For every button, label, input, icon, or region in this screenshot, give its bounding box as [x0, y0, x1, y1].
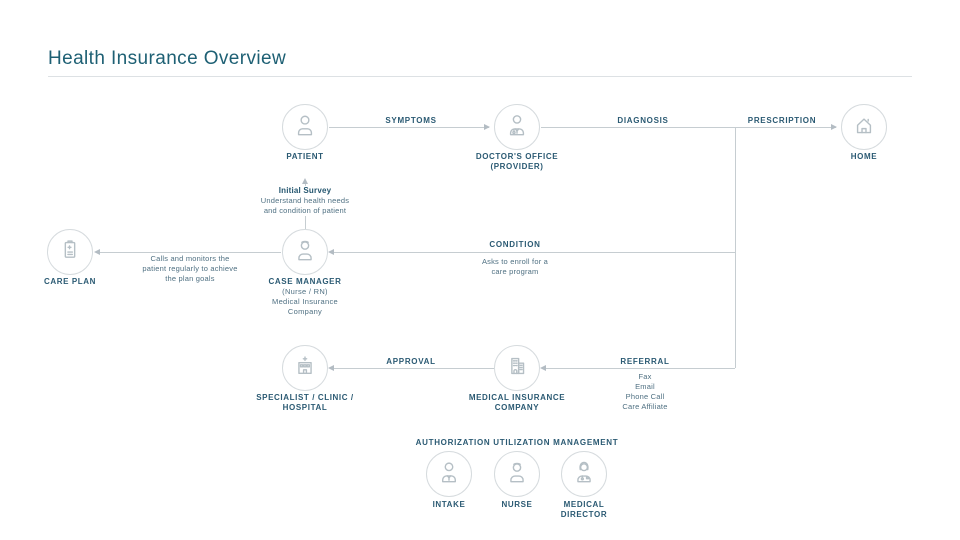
medical-director-label-line1: MEDICAL [563, 500, 605, 509]
edge-line-condition [331, 252, 735, 253]
doctor-female-icon [570, 458, 598, 491]
title-divider [48, 76, 912, 77]
arrowhead-approval [328, 364, 334, 371]
doctors-office-label-line1: DOCTOR'S OFFICE [475, 152, 559, 161]
edge-line-referral [543, 368, 735, 369]
hospital-icon [291, 352, 319, 385]
doctors-office-label-line2: (PROVIDER) [490, 162, 544, 171]
specialist-label-line1: SPECIALIST / CLINIC / [256, 393, 354, 402]
arrowhead-care-plan [94, 248, 100, 255]
home-icon [850, 111, 878, 144]
node-patient [282, 104, 328, 150]
node-doctors-office [494, 104, 540, 150]
case-manager-label-line2: (Nurse / RN) [282, 287, 328, 296]
edge-label-condition: CONDITION [489, 240, 541, 249]
initial-survey-line1: Understand health needs [260, 196, 350, 205]
node-medical-director [561, 451, 607, 497]
node-case-manager [282, 229, 328, 275]
node-label-medical-director: MEDICAL DIRECTOR [524, 500, 644, 520]
edge-label-referral: REFERRAL [620, 357, 670, 366]
case-manager-label-line4: Company [287, 307, 323, 316]
specialist-label-line2: HOSPITAL [282, 403, 328, 412]
edge-line-vertical-connector [735, 127, 736, 368]
referral-method-phone: Phone Call [625, 392, 665, 401]
care-plan-note-line2: patient regularly to achieve [142, 264, 238, 273]
edge-label-prescription: PRESCRIPTION [747, 116, 817, 125]
person-icon [291, 111, 319, 144]
edge-line-diagnosis-prescription [541, 127, 836, 128]
node-home [841, 104, 887, 150]
nurse-icon [291, 236, 319, 269]
referral-method-fax: Fax [638, 372, 652, 381]
node-care-plan [47, 229, 93, 275]
medical-director-label-line2: DIRECTOR [560, 510, 608, 519]
edge-line-care-plan [97, 252, 281, 253]
case-manager-label-line1: CASE MANAGER [268, 277, 342, 286]
arrowhead-referral [540, 364, 546, 371]
initial-survey-line2: and condition of patient [263, 206, 347, 215]
node-label-nurse: NURSE [501, 500, 533, 509]
edge-label-approval: APPROVAL [386, 357, 436, 366]
condition-note-line2: care program [491, 267, 539, 276]
edge-label-diagnosis: DIAGNOSIS [617, 116, 669, 125]
referral-method-affiliate: Care Affiliate [622, 402, 668, 411]
arrowhead-prescription [831, 123, 837, 130]
initial-survey-note: Initial Survey Understand health needs a… [235, 186, 375, 216]
initial-survey-title: Initial Survey [278, 186, 332, 195]
node-specialist [282, 345, 328, 391]
page-title: Health Insurance Overview [48, 48, 287, 69]
edge-label-symptoms: SYMPTOMS [385, 116, 437, 125]
node-intake [426, 451, 472, 497]
node-label-specialist: SPECIALIST / CLINIC / HOSPITAL [240, 393, 370, 413]
node-nurse [494, 451, 540, 497]
care-plan-note-line1: Calls and monitors the [150, 254, 230, 263]
mic-label-line2: COMPANY [494, 403, 540, 412]
doctor-icon [503, 111, 531, 144]
node-label-case-manager: CASE MANAGER (Nurse / RN) Medical Insura… [245, 277, 365, 317]
arrowhead-condition [328, 248, 334, 255]
node-medical-insurance-company [494, 345, 540, 391]
edge-line-symptoms [329, 127, 489, 128]
care-plan-note-line3: the plan goals [165, 274, 215, 283]
referral-methods: Fax Email Phone Call Care Affiliate [595, 372, 695, 412]
node-label-doctors-office: DOCTOR'S OFFICE (PROVIDER) [457, 152, 577, 172]
node-label-medical-insurance-company: MEDICAL INSURANCE COMPANY [457, 393, 577, 413]
arrowhead-initial-survey [301, 178, 308, 184]
case-manager-label-line3: Medical Insurance [272, 297, 338, 306]
person-badge-icon [435, 458, 463, 491]
node-label-patient: PATIENT [286, 152, 324, 161]
condition-note-line1: Asks to enroll for a [481, 257, 549, 266]
nurse-icon [503, 458, 531, 491]
clipboard-icon [56, 236, 84, 269]
authorization-section-title: AUTHORIZATION UTILIZATION MANAGEMENT [415, 438, 619, 447]
edge-line-approval [331, 368, 494, 369]
buildings-icon [503, 352, 531, 385]
condition-note: Asks to enroll for a care program [455, 257, 575, 277]
referral-method-email: Email [635, 382, 655, 391]
node-label-intake: INTAKE [432, 500, 466, 509]
node-label-care-plan: CARE PLAN [43, 277, 97, 286]
mic-label-line1: MEDICAL INSURANCE [468, 393, 566, 402]
node-label-home: HOME [850, 152, 878, 161]
arrowhead-symptoms [484, 123, 490, 130]
care-plan-note: Calls and monitors the patient regularly… [115, 254, 265, 284]
